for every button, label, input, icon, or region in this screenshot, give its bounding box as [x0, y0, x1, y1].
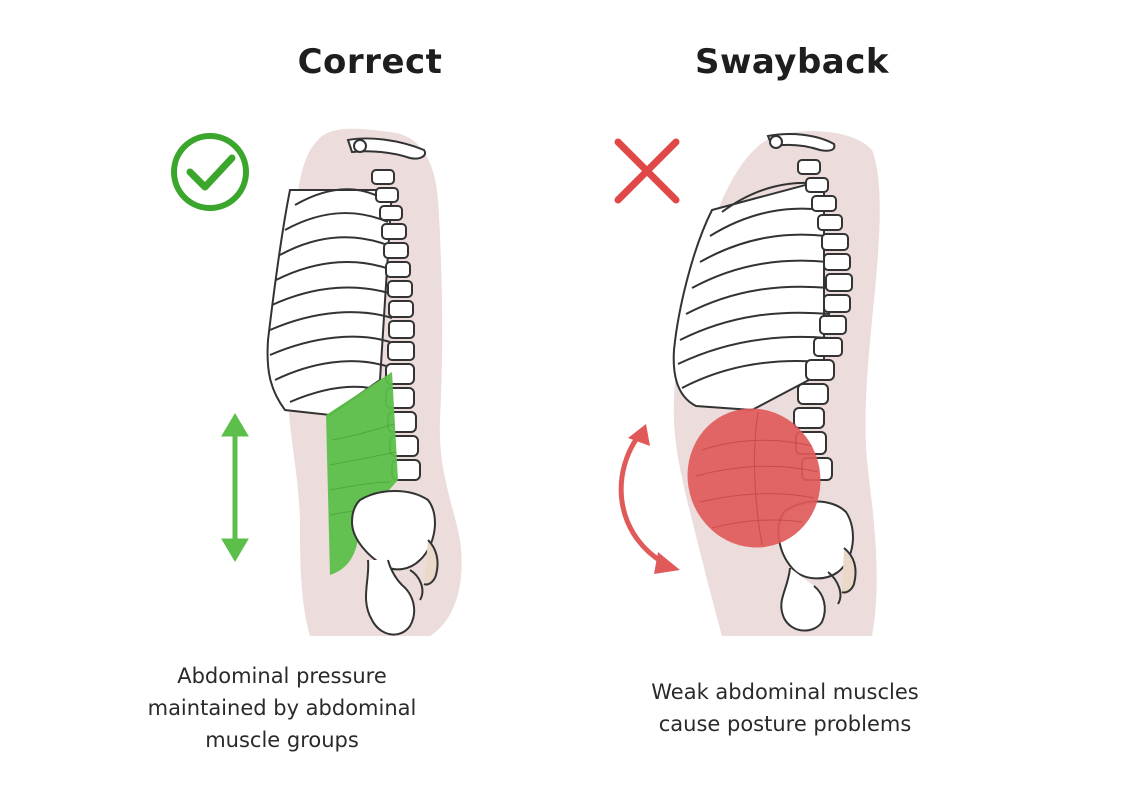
- figure-correct: [171, 128, 462, 636]
- caption-line: Weak abdominal muscles: [651, 680, 919, 704]
- caption-line: Abdominal pressure: [177, 664, 387, 688]
- spine: [371, 169, 421, 481]
- caption-correct: Abdominal pressure maintained by abdomin…: [72, 660, 492, 756]
- caption-line: muscle groups: [205, 728, 359, 752]
- curved-double-arrow-icon: [618, 424, 680, 574]
- muscle-striation: [695, 411, 819, 546]
- figure-swayback: [614, 131, 880, 636]
- rib-cage: [672, 178, 831, 412]
- cross-icon: [614, 138, 680, 204]
- panel-swayback: Swayback: [562, 0, 1124, 794]
- panel-title-correct: Correct: [297, 42, 443, 82]
- clavicle: [346, 137, 426, 160]
- rib-cage: [266, 188, 394, 417]
- clavicle: [766, 133, 836, 152]
- caption-swayback: Weak abdominal muscles cause posture pro…: [575, 676, 995, 740]
- abdominal-muscle-correct: [326, 372, 398, 575]
- check-circle-icon: [171, 133, 249, 211]
- panel-title-swayback: Swayback: [694, 42, 889, 82]
- caption-line: cause posture problems: [658, 712, 912, 736]
- pelvis: [350, 490, 439, 636]
- vertical-double-arrow-icon: [221, 413, 249, 562]
- caption-line: maintained by abdominal: [147, 696, 417, 720]
- abdominal-muscle-swayback: [687, 408, 821, 548]
- spine: [793, 159, 853, 481]
- panel-correct: Correct: [72, 42, 492, 756]
